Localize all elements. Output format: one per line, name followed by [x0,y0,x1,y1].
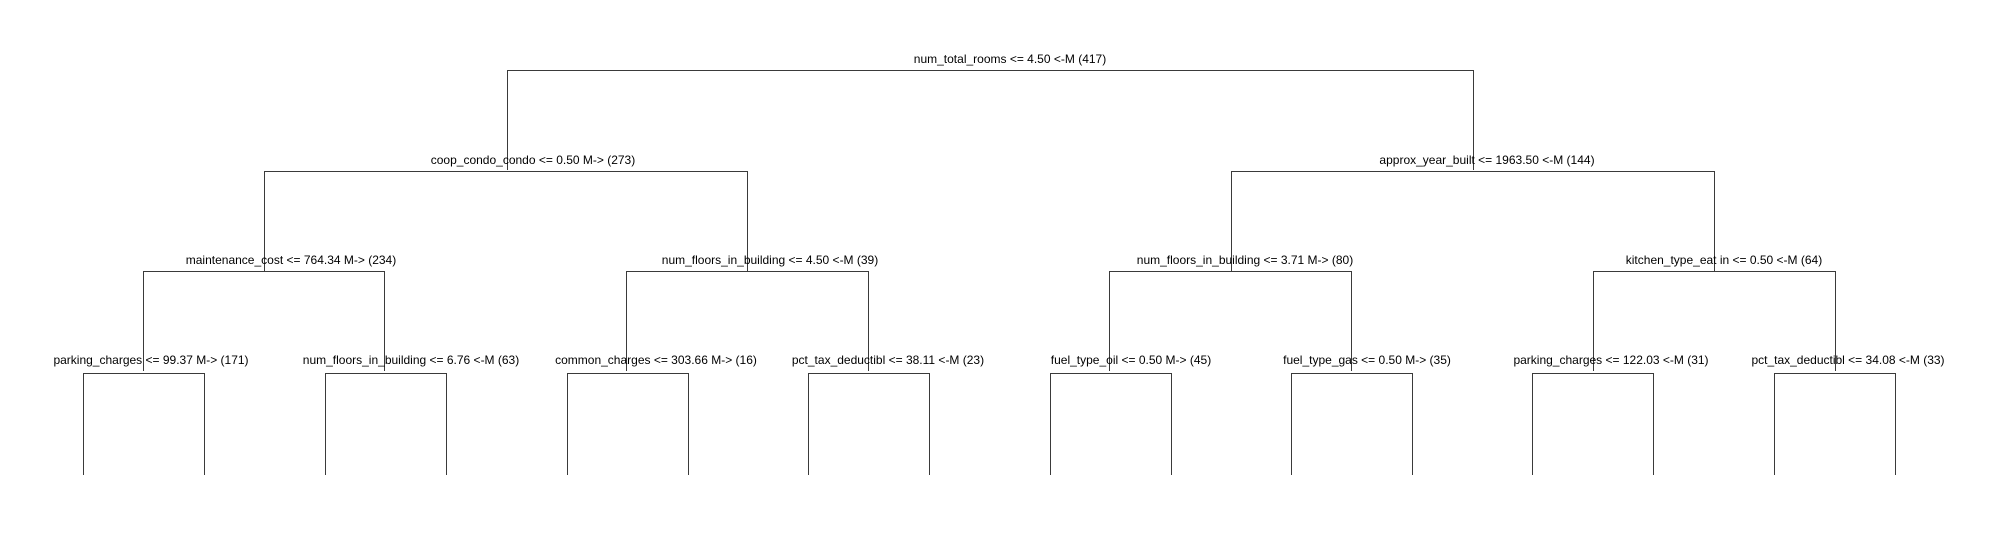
node-label-l4-3: common_charges <= 303.66 M-> (16) [555,353,757,367]
node-label-l4-1: parking_charges <= 99.37 M-> (171) [53,353,248,367]
node-label-l3-1: maintenance_cost <= 764.34 M-> (234) [186,253,396,267]
node-label-l3-4: kitchen_type_eat in <= 0.50 <-M (64) [1626,253,1822,267]
tree-node-labels: num_total_rooms <= 4.50 <-M (417) coop_c… [53,52,1944,367]
split-connector [1291,373,1413,475]
node-label-l4-7: parking_charges <= 122.03 <-M (31) [1513,353,1708,367]
node-label-l3-2: num_floors_in_building <= 4.50 <-M (39) [662,253,878,267]
node-label-l4-6: fuel_type_gas <= 0.50 M-> (35) [1283,353,1451,367]
split-connector [1231,171,1715,271]
node-label-root: num_total_rooms <= 4.50 <-M (417) [914,52,1106,66]
node-label-l4-2: num_floors_in_building <= 6.76 <-M (63) [303,353,519,367]
split-connector [1532,373,1654,475]
split-connector [567,373,689,475]
split-connector [83,373,205,475]
node-label-l3-3: num_floors_in_building <= 3.71 M-> (80) [1137,253,1353,267]
node-label-l2-right: approx_year_built <= 1963.50 <-M (144) [1379,153,1594,167]
split-connector [1774,373,1896,475]
split-connector [1593,271,1836,371]
node-label-l4-5: fuel_type_oil <= 0.50 M-> (45) [1051,353,1211,367]
split-connector [1050,373,1172,475]
split-connector [325,373,447,475]
split-connector [143,271,385,371]
split-connector [626,271,869,371]
tree-edges [83,70,1896,475]
split-connector [507,70,1474,170]
split-connector [264,171,748,271]
node-label-l4-8: pct_tax_deductibl <= 34.08 <-M (33) [1751,353,1944,367]
split-connector [808,373,930,475]
split-connector [1109,271,1352,371]
node-label-l2-left: coop_condo_condo <= 0.50 M-> (273) [431,153,635,167]
node-label-l4-4: pct_tax_deductibl <= 38.11 <-M (23) [792,353,984,367]
